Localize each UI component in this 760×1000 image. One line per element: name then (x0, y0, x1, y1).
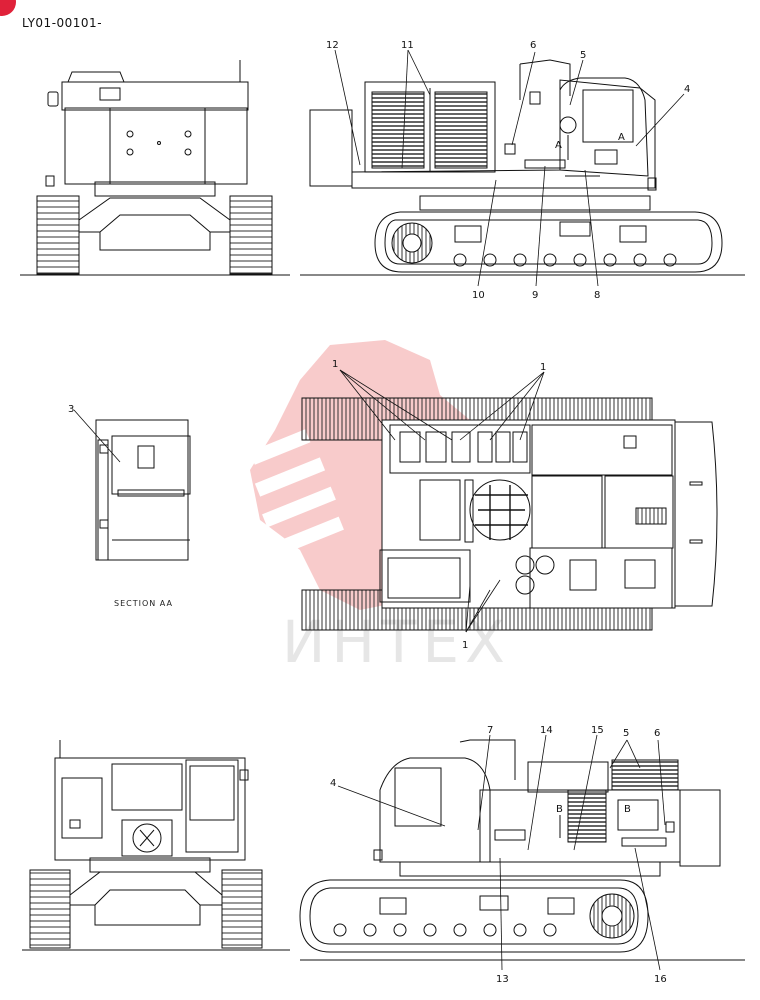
callout-4-top: 4 (684, 84, 690, 95)
callout-9: 9 (532, 290, 538, 301)
section-marker-b2: B (624, 804, 631, 815)
callout-14: 14 (540, 725, 553, 736)
callout-6-bottom: 6 (654, 728, 660, 739)
callout-6-top: 6 (530, 40, 536, 51)
section-aa-view: SECTION AA (73, 409, 191, 608)
side-view-top: A A (300, 59, 745, 276)
side-view-bottom: B B (299, 739, 745, 961)
callout-13: 13 (496, 974, 509, 985)
callout-leaders-middle (339, 369, 545, 633)
callout-leaders-top (334, 49, 685, 287)
callout-1c: 1 (462, 640, 468, 651)
front-view-top (20, 60, 290, 276)
callout-1a: 1 (332, 359, 338, 370)
top-view (301, 397, 718, 631)
section-caption: SECTION AA (114, 599, 173, 608)
callout-11: 11 (401, 40, 414, 51)
callout-16: 16 (654, 974, 667, 985)
callout-1b: 1 (540, 362, 546, 373)
section-marker-a1: A (555, 140, 562, 151)
callout-8: 8 (594, 290, 600, 301)
callout-7: 7 (487, 725, 493, 736)
track-rollers (453, 253, 677, 267)
section-marker-b1: B (556, 804, 563, 815)
callout-10: 10 (472, 290, 485, 301)
callout-15: 15 (591, 725, 604, 736)
callout-3: 3 (68, 404, 74, 415)
callout-5-top: 5 (580, 50, 586, 61)
section-marker-a2: A (618, 132, 625, 143)
callout-4-bottom: 4 (330, 778, 336, 789)
callout-5-bottom: 5 (623, 728, 629, 739)
callout-leaders-bottom (337, 734, 666, 971)
track-rollers-bottom (333, 923, 557, 937)
document-id: LY01-00101- (22, 16, 103, 30)
rear-view-bottom (22, 740, 290, 951)
callout-12: 12 (326, 40, 339, 51)
